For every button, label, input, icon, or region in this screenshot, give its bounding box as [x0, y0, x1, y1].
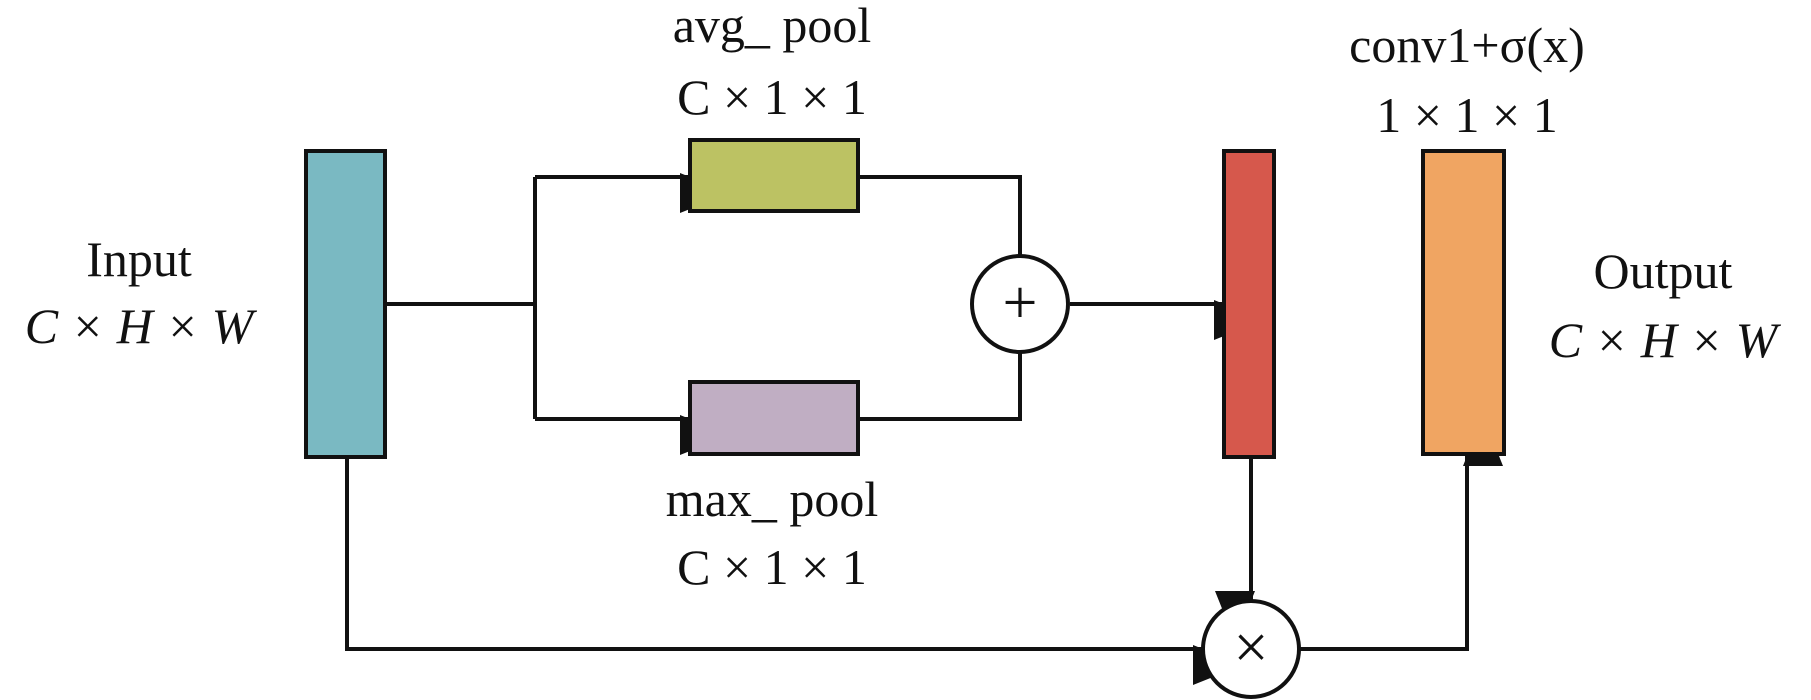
- conv-label: conv1+σ(x): [1349, 17, 1585, 73]
- input-label: Input: [86, 231, 192, 287]
- output-block: [1421, 149, 1506, 456]
- multiply-node: [1201, 599, 1301, 699]
- max-pool-block: [688, 380, 860, 456]
- add-icon: +: [1003, 269, 1038, 337]
- input-block: [304, 149, 387, 459]
- max-pool-label: max_ pool: [666, 471, 878, 527]
- conv-dims: 1 × 1 × 1: [1376, 87, 1557, 143]
- attention-block: [1222, 149, 1276, 459]
- output-label: Output: [1594, 243, 1733, 299]
- mul-to-output-arrow: [1299, 416, 1503, 651]
- max-to-add-line: [858, 352, 1022, 421]
- input-dims: C × H × W: [25, 298, 258, 354]
- multiply-icon: ×: [1234, 614, 1269, 682]
- output-dims: C × H × W: [1549, 312, 1782, 368]
- avg-to-add-line: [858, 175, 1022, 256]
- avg-pool-label: avg_ pool: [673, 0, 872, 53]
- avg-pool-block: [688, 138, 860, 213]
- add-node: [970, 254, 1070, 354]
- max-pool-dims: C × 1 × 1: [677, 539, 867, 595]
- input-skip-arrow: [345, 457, 1243, 685]
- avg-pool-dims: C × 1 × 1: [677, 69, 867, 125]
